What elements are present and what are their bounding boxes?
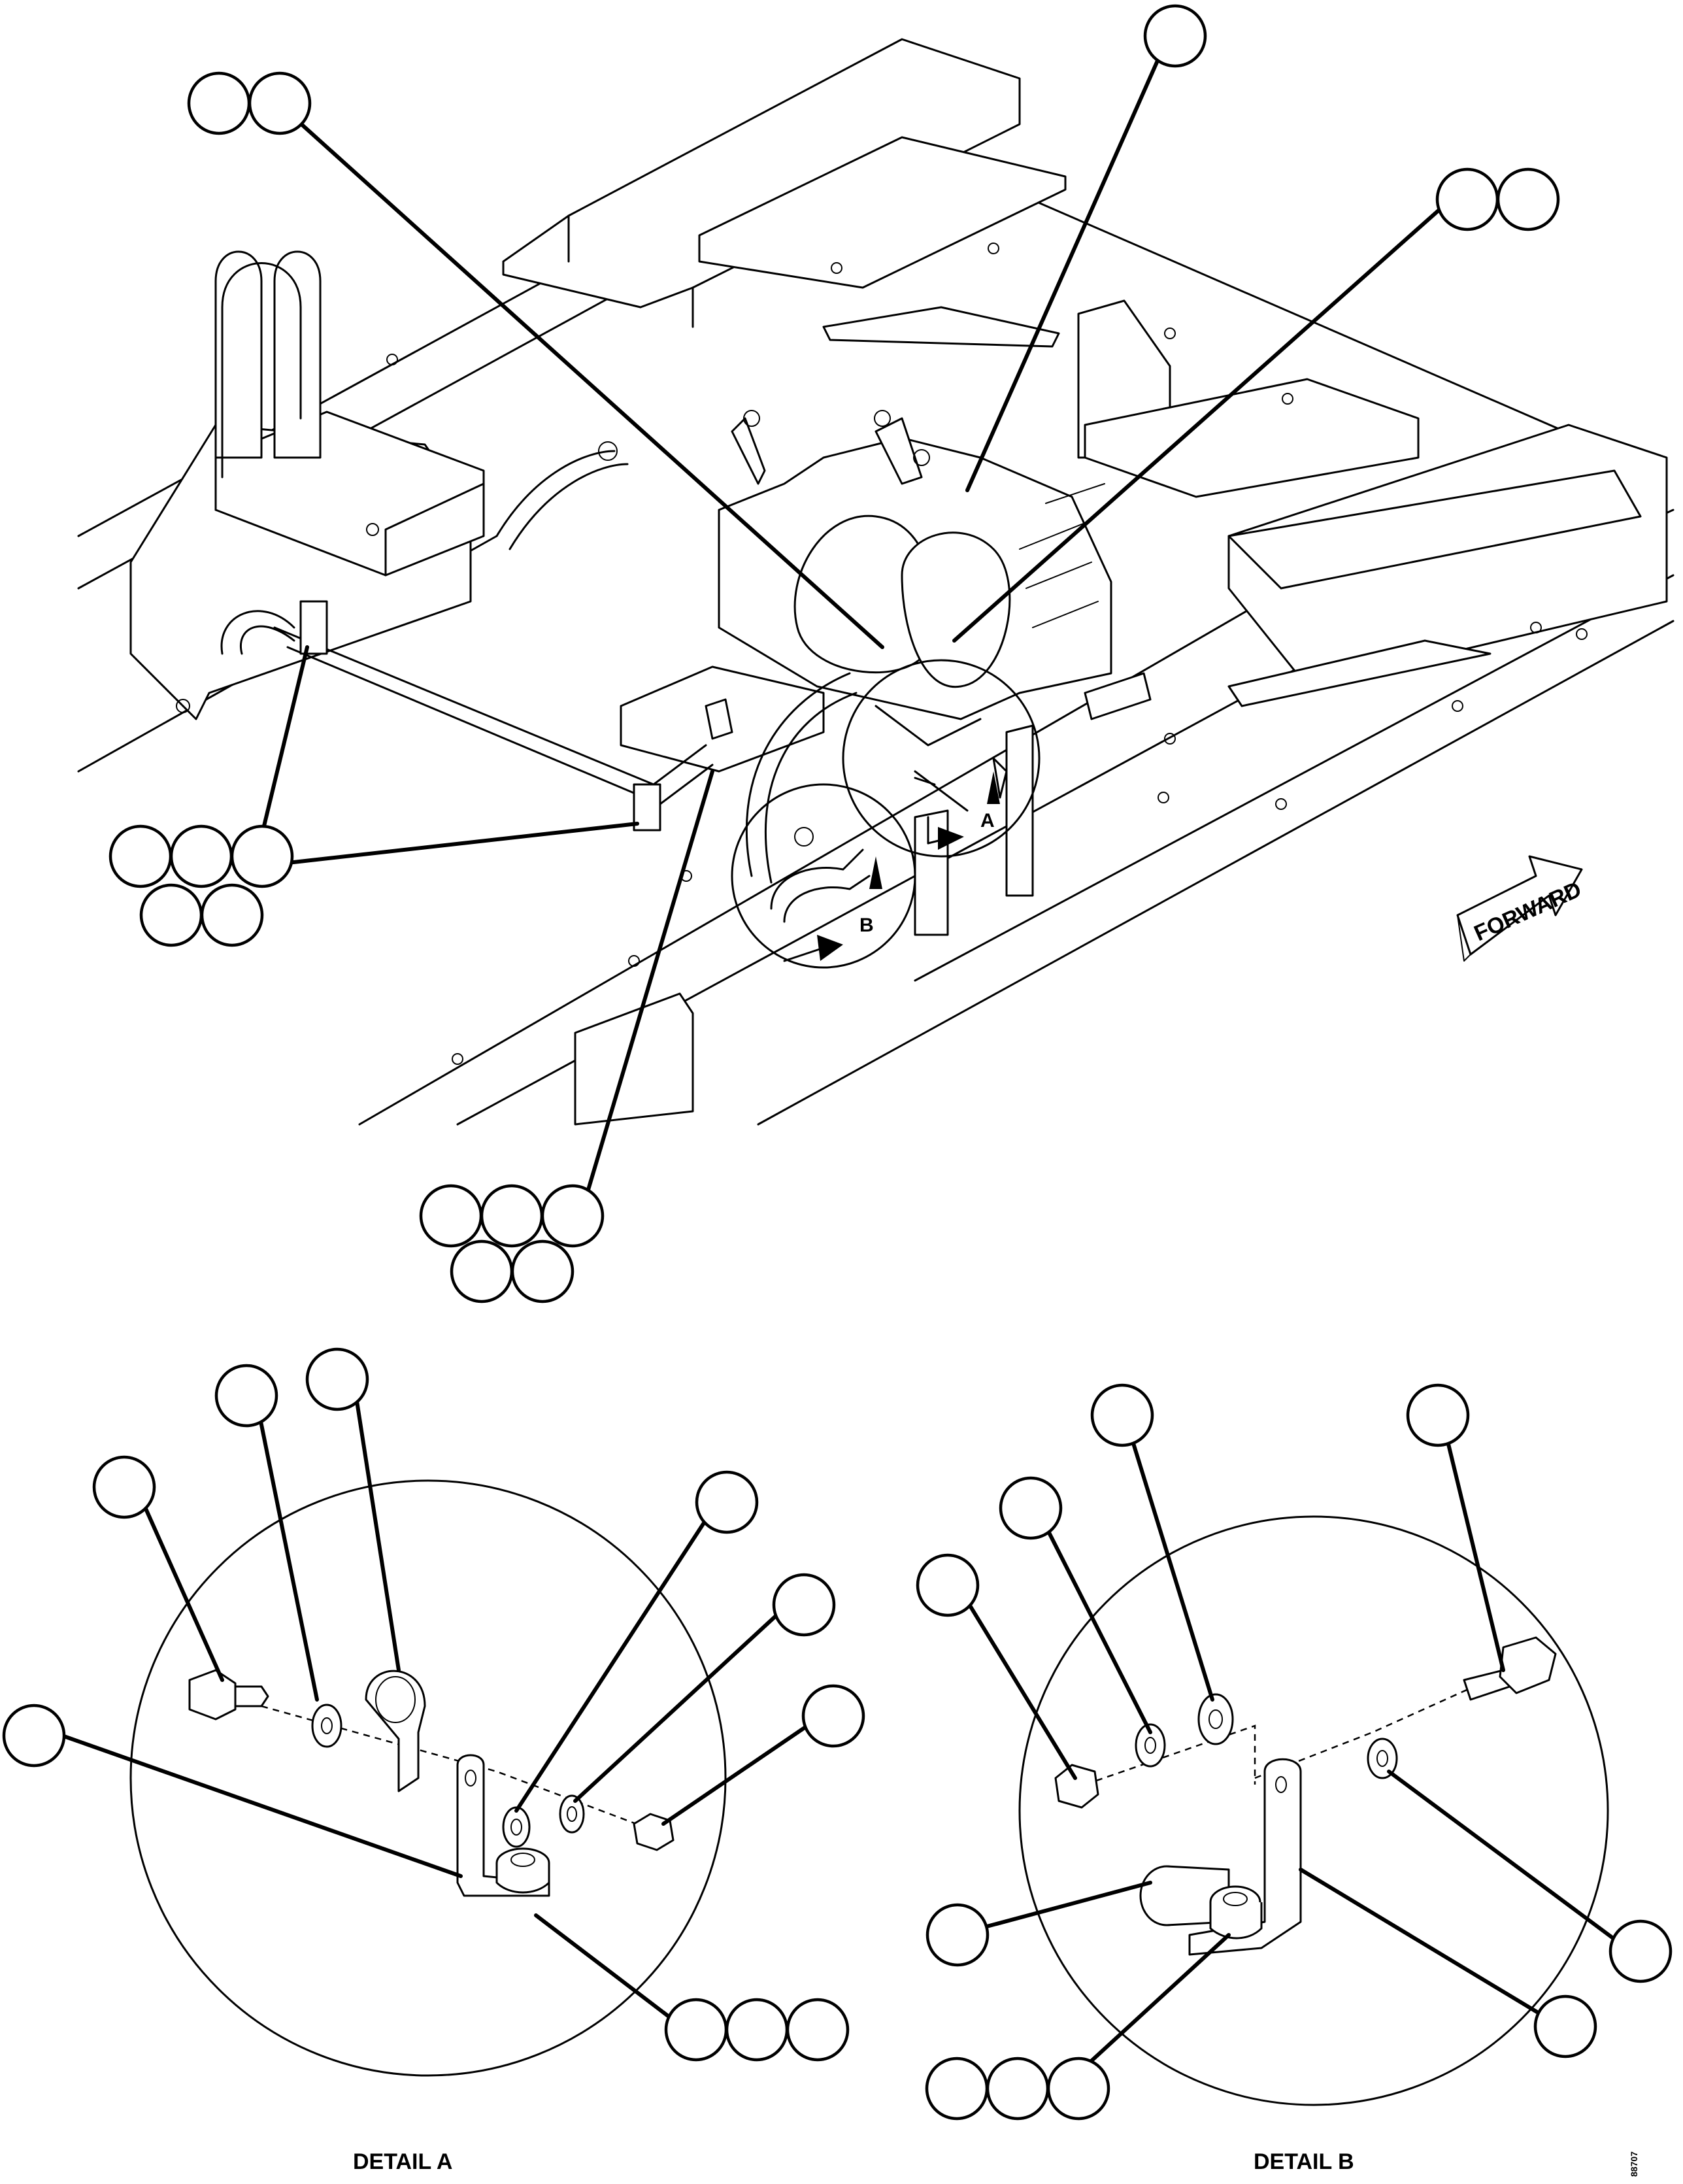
forward-arrow: FORWARD: [1456, 855, 1585, 962]
callout-bubble-group-left: [108, 824, 294, 947]
callout-bubble: [541, 1184, 605, 1248]
callout-bubble: [1143, 4, 1207, 68]
callout-bubble: [801, 1684, 865, 1748]
callout-bubble: [916, 1553, 980, 1617]
drawing-number: 88707: [1629, 2151, 1639, 2177]
motor-assembly: [220, 410, 1112, 884]
callout-bubble-group-top-right: [1435, 167, 1560, 231]
view-arrow-b: B: [783, 856, 882, 962]
detail-a-bracket-nut: [495, 1847, 550, 1894]
callout-bubble: [999, 1476, 1063, 1540]
detail-a-view: DETAIL A: [2, 1347, 865, 2174]
callout-bubble: [925, 1903, 990, 1967]
callout-bubble: [230, 824, 294, 888]
callout-bubble-group-top: [1143, 4, 1207, 68]
callout-bubble: [664, 1998, 728, 2062]
callout-bubble: [1435, 167, 1499, 231]
main-leader-lines: [259, 31, 1453, 1192]
callout-bubble: [695, 1470, 759, 1534]
detail-b-caption: DETAIL B: [1254, 2149, 1354, 2174]
callout-bubble: [1496, 167, 1560, 231]
detail-b-hex-nut: [1054, 1764, 1099, 1809]
detail-b-bolt: [1463, 1636, 1557, 1701]
detail-a-circle: [129, 1479, 727, 2077]
callout-bubble: [108, 824, 173, 888]
detail-b-cable-clamp: [1139, 1865, 1230, 1926]
detail-callout-circle-b: [731, 783, 916, 969]
callout-bubble: [986, 2057, 1050, 2121]
callout-bubble: [772, 1573, 836, 1637]
view-arrow-a: A: [927, 771, 1000, 850]
view-arrow-a-label: A: [980, 810, 995, 832]
callout-bubble: [725, 1998, 789, 2062]
view-arrow-b-label: B: [859, 915, 874, 936]
callout-bubble: [248, 71, 312, 135]
detail-callout-circle-a: [842, 659, 1041, 858]
detail-b-view: DETAIL B: [916, 1383, 1673, 2174]
detail-b-lock-washer: [1135, 1723, 1166, 1768]
callout-bubble-group-top-left: [187, 71, 312, 135]
callout-bubble: [305, 1347, 369, 1411]
detail-a-cable-clamp: [365, 1670, 426, 1792]
callout-bubble: [169, 824, 233, 888]
callout-bubble: [786, 1998, 850, 2062]
callout-bubble: [1090, 1383, 1154, 1447]
callout-bubble: [419, 1184, 483, 1248]
detail-b-flat-washer: [1197, 1693, 1234, 1745]
callout-bubble: [139, 883, 203, 947]
callout-bubble: [1533, 1994, 1597, 2058]
callout-bubble: [510, 1239, 575, 1303]
callout-bubble: [214, 1364, 278, 1428]
detail-a-lock-washer: [559, 1794, 585, 1834]
detail-a-flat-washer: [502, 1806, 531, 1848]
detail-a-l-bracket: [456, 1754, 550, 1897]
callout-bubble-group-bottom: [419, 1184, 605, 1303]
detail-a-washer: [311, 1704, 342, 1748]
callout-bubble: [925, 2057, 989, 2121]
detail-b-circle: [1018, 1515, 1609, 2106]
detail-b-l-bracket: [1188, 1758, 1302, 1956]
callout-bubble: [450, 1239, 514, 1303]
callout-bubble: [187, 71, 251, 135]
detail-b-bolt-washer: [1367, 1738, 1398, 1779]
callout-bubble: [1406, 1383, 1470, 1447]
detail-a-bolt: [188, 1669, 269, 1721]
callout-bubble: [92, 1455, 156, 1519]
callout-bubble: [2, 1704, 66, 1768]
detail-b-clamp-nut: [1209, 1885, 1263, 1940]
callout-bubble: [1608, 1919, 1673, 1983]
callout-bubble: [200, 883, 264, 947]
detail-a-caption: DETAIL A: [353, 2149, 452, 2174]
callout-bubble: [1046, 2057, 1110, 2121]
callout-bubble: [480, 1184, 544, 1248]
vehicle-frame: [77, 38, 1675, 1126]
